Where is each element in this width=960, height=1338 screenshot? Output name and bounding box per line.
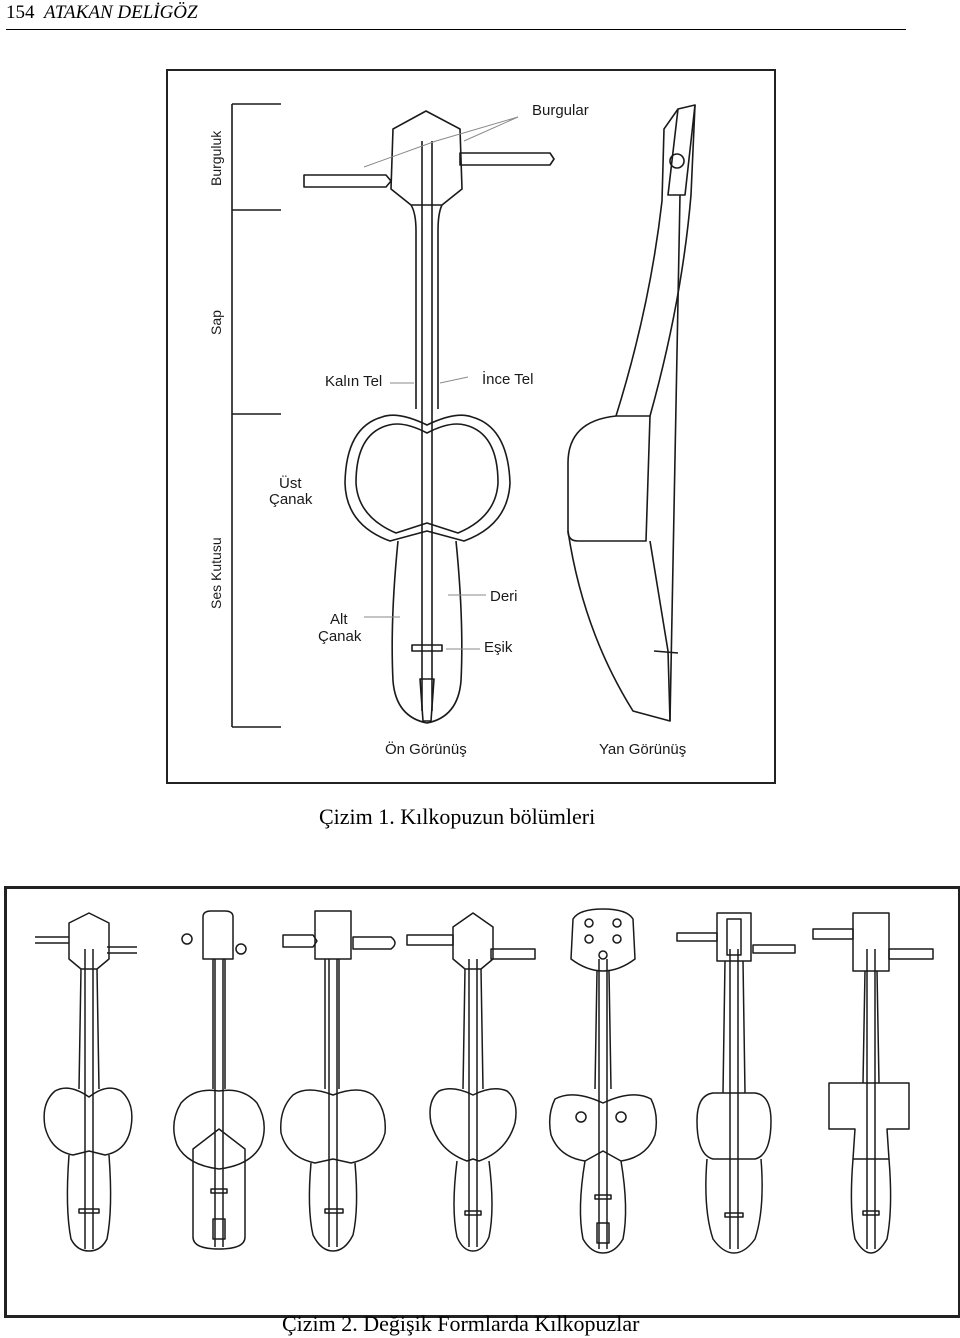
page-header: 154 ATAKAN DELİGÖZ <box>6 0 906 30</box>
figure-1-kilkopuz-parts: Burguluk Sap Ses Kutusu Burgular Kalın T… <box>166 69 776 784</box>
instrument-form-1 <box>35 912 137 1252</box>
figure-2-kilkopuz-forms <box>4 886 960 1318</box>
label-ust: Üst <box>279 474 302 492</box>
side-bridge <box>653 650 679 654</box>
tailpiece <box>419 678 435 722</box>
neck <box>410 204 443 409</box>
label-sap: Sap <box>208 310 224 335</box>
lower-bowl <box>391 540 463 724</box>
instrument-form-5 <box>548 908 658 1254</box>
side-peg-hole <box>669 153 685 169</box>
bridge-esik <box>411 644 443 652</box>
instrument-form-3 <box>280 910 396 1252</box>
label-ust-canak: Çanak <box>269 491 313 508</box>
label-alt-canak: Çanak <box>318 628 362 645</box>
peg-left <box>303 174 392 188</box>
instrument-form-7 <box>812 912 934 1254</box>
figure-2-caption: Çizim 2. Değişik Formlarda Kılkopuzlar <box>282 1311 640 1336</box>
upper-bowl <box>344 414 511 542</box>
leader-lines <box>363 116 519 650</box>
label-burguluk: Burguluk <box>208 130 224 186</box>
running-author: ATAKAN DELİGÖZ <box>44 2 198 23</box>
label-deri: Deri <box>490 588 518 605</box>
label-ince-tel: İnce Tel <box>482 370 533 388</box>
side-neck <box>615 104 696 417</box>
page-number: 154 <box>6 2 35 23</box>
instrument-form-4 <box>406 912 536 1252</box>
label-ses-kutusu: Ses Kutusu <box>208 537 224 609</box>
label-kalin-tel: Kalın Tel <box>325 373 382 390</box>
label-side-view: Yan Görünüş <box>599 741 686 758</box>
figure-1-caption: Çizim 1. Kılkopuzun bölümleri <box>319 804 596 829</box>
front-view-instrument <box>303 110 555 724</box>
side-view-instrument <box>567 104 696 722</box>
label-alt: Alt <box>330 611 348 628</box>
header-rule <box>6 29 906 30</box>
pegbox-head <box>390 110 463 206</box>
side-upper-bowl <box>567 415 651 542</box>
side-lower-bowl <box>567 530 671 722</box>
peg-right <box>459 152 555 166</box>
upper-bowl-inner <box>355 423 499 534</box>
side-string <box>669 194 681 722</box>
instrument-form-2 <box>173 910 265 1250</box>
label-front-view: Ön Görünüş <box>385 740 467 758</box>
label-esik: Eşik <box>484 639 513 656</box>
section-bracket <box>231 103 281 728</box>
label-burgular: Burgular <box>532 102 589 119</box>
instrument-form-6 <box>676 912 796 1254</box>
